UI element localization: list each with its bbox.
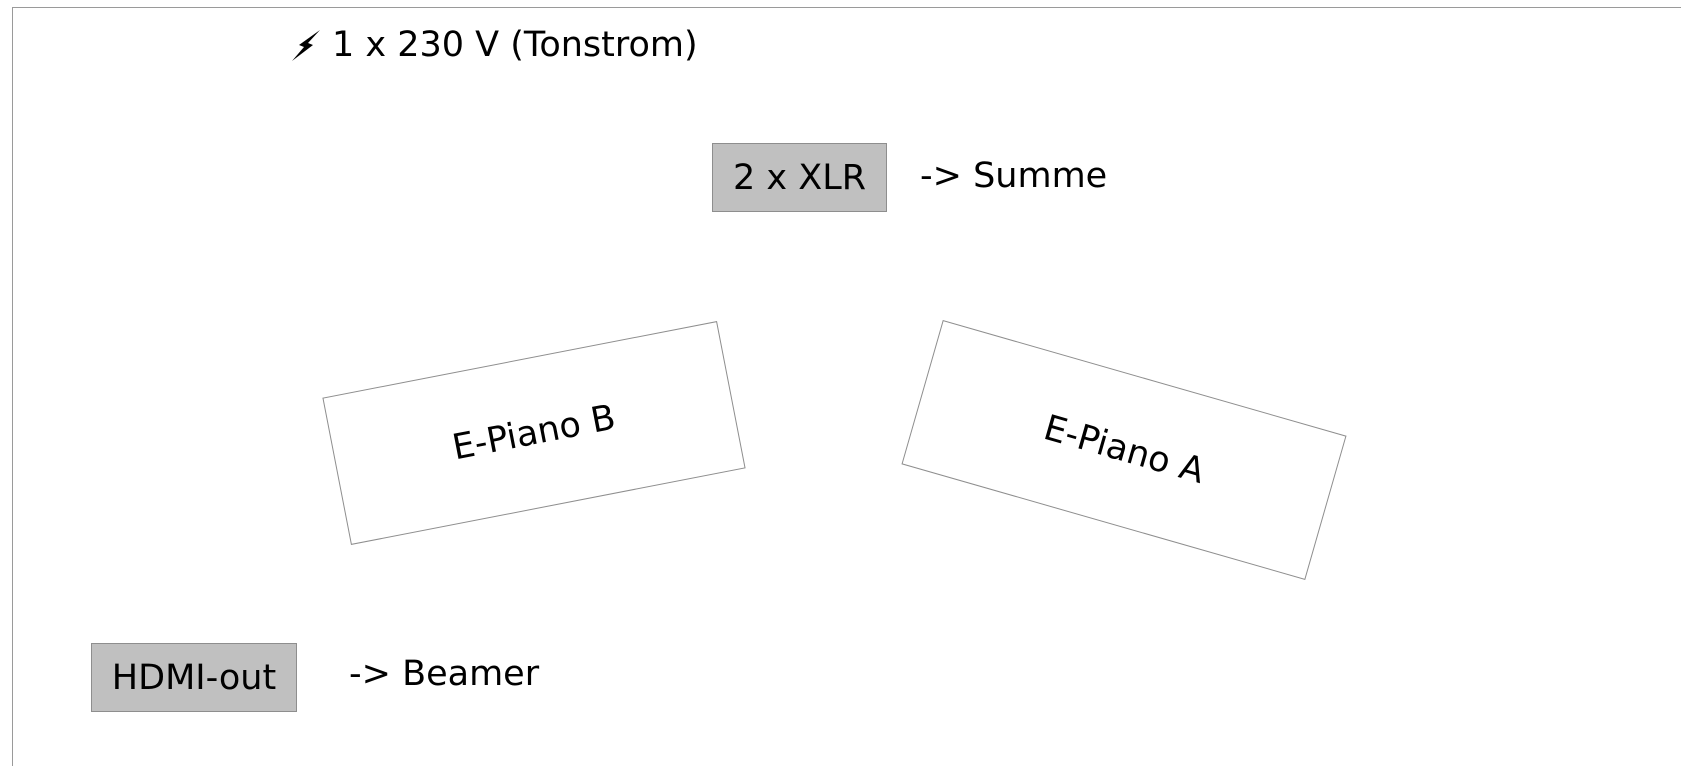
summe-destination-label: -> Summe	[920, 156, 1108, 196]
hdmi-output-box: HDMI-out	[91, 643, 297, 712]
power-label: 1 x 230 V (Tonstrom)	[332, 25, 698, 65]
beamer-destination-label: -> Beamer	[349, 654, 540, 694]
lightning-bolt-icon	[288, 27, 324, 63]
power-supply: 1 x 230 V (Tonstrom)	[288, 22, 698, 68]
xlr-output-box: 2 x XLR	[712, 143, 887, 212]
hdmi-output-label: HDMI-out	[111, 657, 277, 698]
e-piano-b-label: E-Piano B	[449, 397, 619, 469]
xlr-output-label: 2 x XLR	[732, 157, 867, 198]
e-piano-a-label: E-Piano A	[1039, 408, 1209, 492]
stage-outline	[12, 7, 1681, 766]
